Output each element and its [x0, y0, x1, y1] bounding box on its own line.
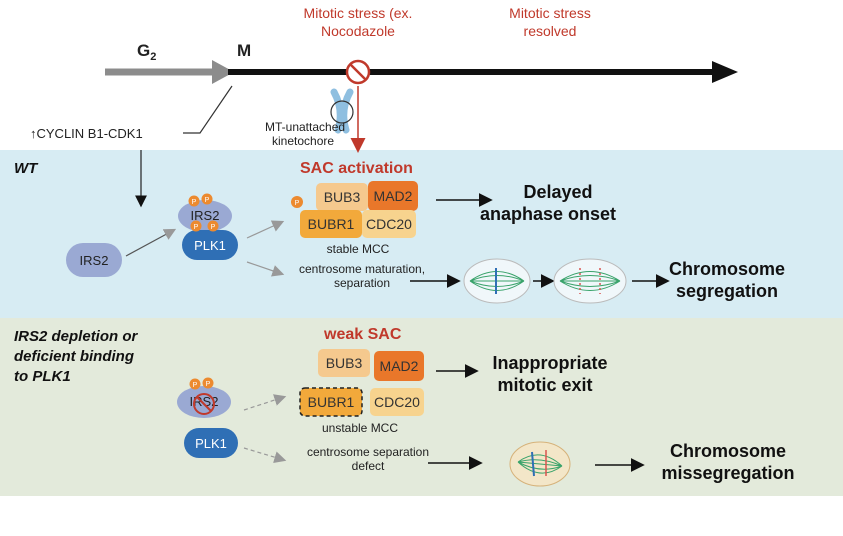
- wt-irs2-free: [66, 243, 122, 277]
- wt-irs2-arrow: [125, 228, 177, 257]
- m-arrowhead: [712, 61, 738, 83]
- mut-to-mcc-arrow: [243, 394, 287, 411]
- mitotic-stress-label: Mitotic stress (ex.Nocodazole: [304, 5, 413, 39]
- svg-text:P: P: [211, 224, 216, 231]
- svg-text:P: P: [206, 381, 211, 388]
- chromosome-icon: [330, 88, 354, 134]
- svg-text:P: P: [205, 197, 210, 204]
- mut-spindle-icon: [509, 441, 571, 487]
- mut-bubr1-label: BUBR1: [308, 394, 355, 410]
- wt-plk1-label: PLK1: [194, 238, 226, 253]
- wt-bub3-label: BUB3: [324, 189, 361, 205]
- mut-irs2: [177, 386, 231, 418]
- wt-cdc20: [362, 210, 416, 238]
- wt-bub3: [316, 183, 368, 211]
- nocodazole-block-icon: [345, 59, 371, 85]
- wt-bubr1-phospho-label: P: [295, 200, 300, 207]
- mut-plk1-label: PLK1: [195, 436, 227, 451]
- wt-mad2: [368, 181, 418, 211]
- wt-mad2-label: MAD2: [374, 188, 413, 204]
- g2-label: G2: [137, 41, 156, 63]
- wt-irs2-complex-label: IRS2: [191, 208, 220, 223]
- wt-phospho-marks: P P P P: [188, 193, 219, 232]
- wt-cdc20-label: CDC20: [366, 216, 412, 232]
- timeline: G2 M Mitotic stress (ex.Nocodazole Mitot…: [105, 5, 738, 153]
- wt-plk1: [182, 230, 238, 260]
- wt-spindle-1-icon: [463, 258, 531, 304]
- wt-sac-label: SAC activation: [300, 160, 413, 177]
- wt-to-mcc-arrow: [246, 220, 285, 239]
- g2-arrowhead: [212, 60, 234, 84]
- mut-mad2-label: MAD2: [380, 358, 419, 374]
- wt-label: WT: [14, 160, 39, 177]
- svg-text:P: P: [194, 224, 199, 231]
- svg-text:P: P: [193, 382, 198, 389]
- wt-spindle-2-icon: [553, 258, 627, 304]
- m-label: M: [237, 41, 251, 60]
- wt-bubr1-label: BUBR1: [308, 216, 355, 232]
- mut-mcc-label: unstable MCC: [322, 421, 398, 435]
- mutant-sac-label: weak SAC: [323, 326, 402, 343]
- mut-cdc20-label: CDC20: [374, 394, 420, 410]
- svg-text:P: P: [192, 199, 197, 206]
- mut-bub3-label: BUB3: [326, 355, 363, 371]
- mut-mad2: [374, 351, 424, 381]
- mut-phospho-marks: P P: [189, 377, 214, 390]
- wt-irs2-free-label: IRS2: [80, 253, 109, 268]
- mut-irs2-block-icon: [193, 393, 215, 415]
- wt-bubr1: [300, 210, 362, 238]
- cyclin-label: ↑CYCLIN B1-CDK1: [30, 126, 143, 141]
- wt-centro-label: centrosome maturation,separation: [299, 262, 425, 290]
- mut-bubr1: [299, 387, 363, 417]
- cyclin-connector: [183, 85, 233, 134]
- mut-plk1: [184, 428, 238, 458]
- mut-cdc20: [370, 388, 424, 416]
- wt-bubr1-phospho: [291, 196, 303, 208]
- mut-bub3: [318, 349, 370, 377]
- wt-mcc-label: stable MCC: [327, 242, 390, 256]
- wt-to-centro-arrow: [246, 261, 285, 277]
